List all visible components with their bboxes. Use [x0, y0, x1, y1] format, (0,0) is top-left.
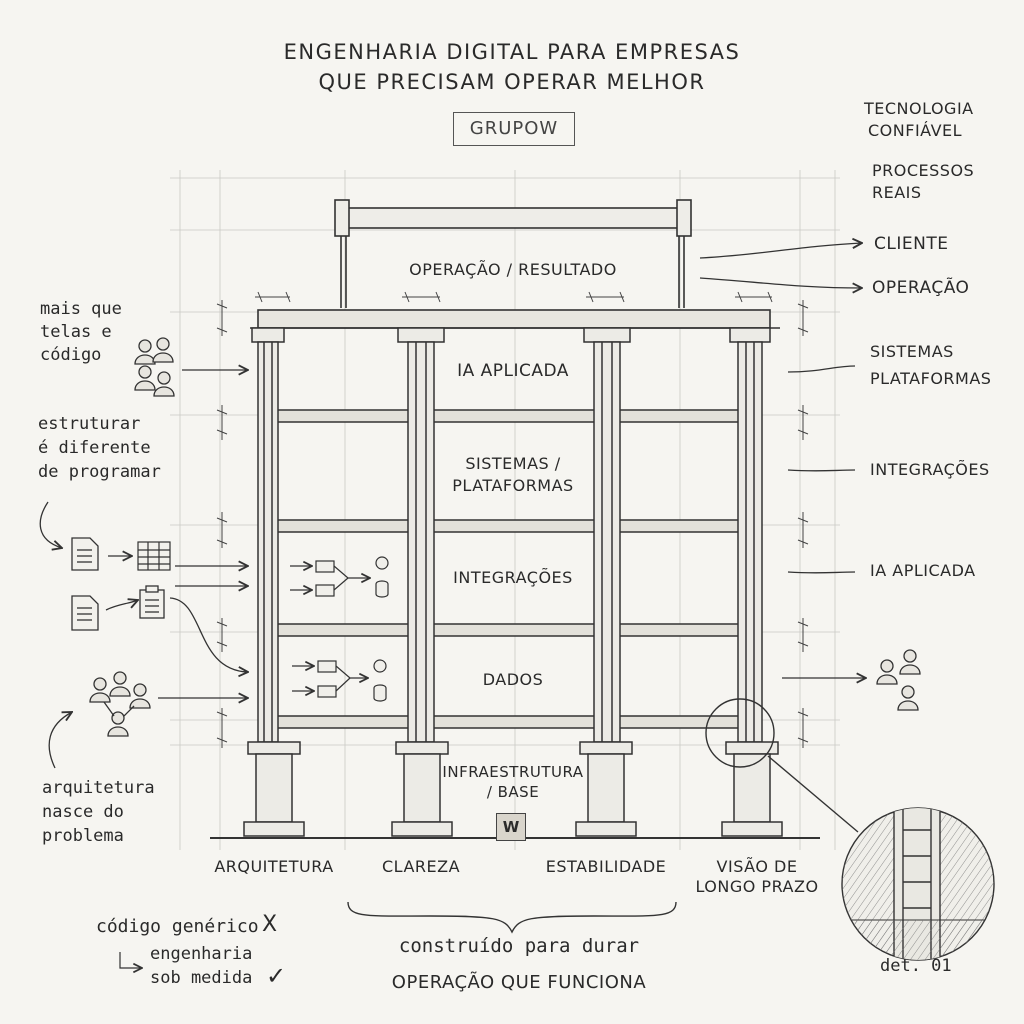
page-title: ENGENHARIA DIGITAL PARA EMPRESAS	[283, 40, 741, 64]
note-mais-que-2: telas e	[40, 322, 112, 342]
right-processos-1: PROCESSOS	[872, 161, 975, 180]
note-mais-que-1: mais que	[40, 299, 122, 319]
note-arquitetura-3: problema	[42, 826, 124, 846]
note-estruturar-2: é diferente	[38, 438, 151, 458]
layer-ia: IA APLICADA	[457, 361, 569, 381]
layer-infra-2: / BASE	[486, 783, 540, 801]
footer-brace	[347, 901, 677, 934]
right-integracoes: INTEGRAÇÕES	[870, 460, 990, 479]
footer-generic: código genérico	[96, 916, 259, 937]
small-hook-arrow	[119, 952, 142, 968]
footer-funciona: OPERAÇÃO QUE FUNCIONA	[391, 972, 647, 993]
right-tecnologia-2: CONFIÁVEL	[868, 121, 963, 140]
pillar-arquitetura: ARQUITETURA	[214, 857, 334, 876]
flowchart-icon	[292, 659, 387, 702]
people-icon	[134, 337, 175, 397]
document-icon	[71, 595, 99, 631]
page-subtitle: QUE PRECISAM OPERAR MELHOR	[318, 70, 706, 94]
top-canopy	[334, 199, 692, 308]
layer-operacao: OPERAÇÃO / RESULTADO	[409, 260, 617, 279]
pillar-visao-2: LONGO PRAZO	[695, 877, 819, 896]
people-icon	[89, 671, 151, 737]
footer-durar: construído para durar	[398, 935, 640, 957]
right-processos-2: REAIS	[872, 183, 922, 202]
floor-beams	[269, 409, 753, 729]
right-sistemas-1: SISTEMAS	[870, 342, 954, 361]
right-tecnologia-1: TECNOLOGIA	[864, 99, 974, 118]
table-icon	[137, 541, 171, 571]
footer-custom-2: sob medida	[150, 968, 253, 988]
people-icon	[876, 649, 921, 711]
dimension-ticks	[216, 291, 809, 748]
pillar-estabilidade: ESTABILIDADE	[545, 857, 667, 876]
check-mark-icon: ✓	[266, 962, 287, 990]
note-estruturar-3: de programar	[38, 462, 161, 482]
note-estruturar-1: estruturar	[38, 414, 141, 434]
detail-label: det. 01	[880, 956, 952, 976]
layer-dados: DADOS	[482, 670, 544, 689]
pillar-visao-1: VISÃO DE	[716, 857, 798, 876]
note-mais-que-3: código	[40, 345, 102, 365]
left-arrows	[39, 370, 248, 769]
cross-mark-icon: X	[262, 912, 278, 937]
note-arquitetura-2: nasce do	[42, 802, 124, 822]
roof-beam	[250, 309, 780, 329]
layer-sistemas-1: SISTEMAS /	[465, 454, 561, 473]
flowchart-icon	[290, 556, 389, 598]
pillar-clareza: CLAREZA	[381, 857, 461, 876]
layer-infra-1: INFRAESTRUTURA	[442, 763, 584, 781]
footer-custom-1: engenharia	[150, 944, 253, 964]
right-ia: IA APLICADA	[870, 561, 976, 580]
right-leaders	[699, 243, 866, 678]
layer-integracoes: INTEGRAÇÕES	[453, 568, 573, 587]
brand-logo: GRUPOW	[453, 112, 575, 146]
w-badge: W	[496, 813, 526, 841]
layer-sistemas-2: PLATAFORMAS	[452, 476, 574, 495]
document-icon	[71, 537, 99, 571]
right-operacao: OPERAÇÃO	[872, 278, 970, 298]
clipboard-icon	[139, 585, 165, 619]
right-cliente: CLIENTE	[874, 234, 949, 254]
right-sistemas-2: PLATAFORMAS	[870, 369, 992, 388]
note-arquitetura-1: arquitetura	[42, 778, 155, 798]
